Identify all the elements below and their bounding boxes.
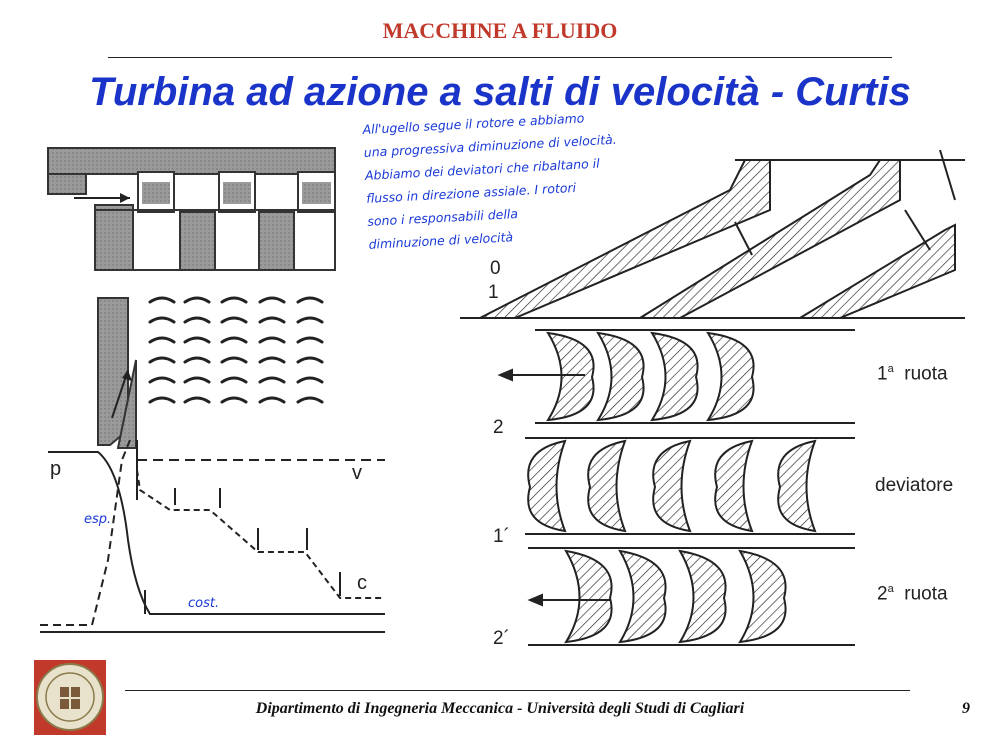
section-label-0: 0 <box>490 258 501 279</box>
wheel-number: 2 <box>877 583 888 605</box>
pressure-velocity-plot <box>40 439 385 633</box>
wheel-number: 1 <box>877 363 888 385</box>
nozzle-and-flow-drawing <box>97 296 324 449</box>
nozzle-stage-drawing <box>460 149 965 319</box>
first-wheel-label: 1a ruota <box>877 363 948 385</box>
cost-annotation: cost. <box>188 596 220 611</box>
turbine-section-drawing <box>47 147 336 271</box>
page-number: 9 <box>962 700 970 717</box>
second-wheel-drawing <box>527 547 855 646</box>
course-header: MACCHINE A FLUIDO <box>382 18 618 43</box>
section-label-1: 1 <box>488 282 499 303</box>
header-divider <box>108 57 892 58</box>
deviator-label: deviatore <box>875 475 954 496</box>
handwritten-note: All'ugello segue il rotore e abbiamo una… <box>362 101 689 256</box>
section-label-2-prime: 2´ <box>493 628 510 649</box>
deviator-drawing <box>525 437 855 535</box>
slide-title: Turbina ad azione a salti di velocità - … <box>89 70 911 114</box>
absolute-velocity-label: c <box>357 572 367 594</box>
wheel-ordinal: a <box>887 583 894 595</box>
second-wheel-label: 2a ruota <box>877 583 948 605</box>
first-wheel-drawing <box>497 329 855 424</box>
esp-annotation: esp. <box>84 512 112 527</box>
footer-department: Dipartimento di Ingegneria Meccanica - U… <box>255 700 745 717</box>
pressure-axis-label: p <box>50 458 62 480</box>
velocity-axis-label: v <box>352 462 362 484</box>
wheel-ordinal: a <box>887 363 894 375</box>
wheel-text: ruota <box>904 363 948 385</box>
university-seal-icon <box>34 660 106 735</box>
section-label-1-prime: 1´ <box>493 526 510 547</box>
footer-divider <box>125 690 910 691</box>
section-label-2: 2 <box>493 417 504 438</box>
wheel-text: ruota <box>904 583 948 605</box>
